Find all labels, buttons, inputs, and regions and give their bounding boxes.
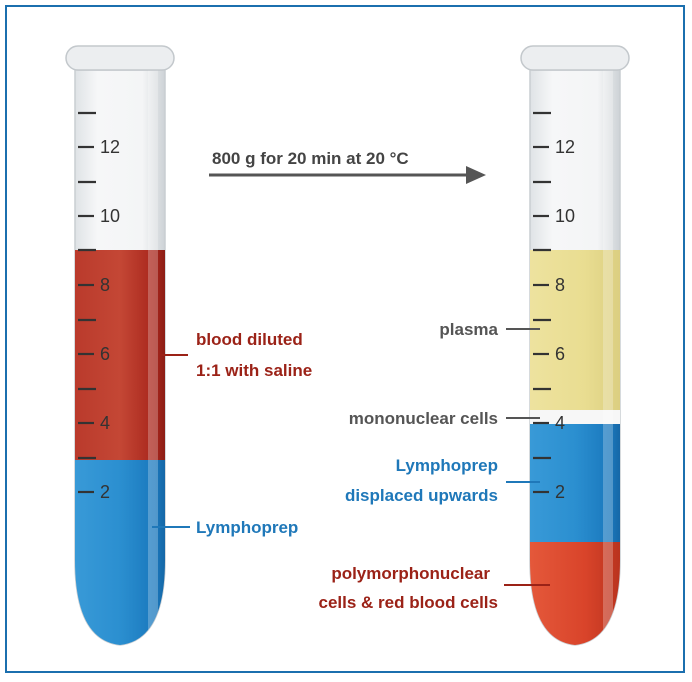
- right-tick-12: 12: [555, 137, 575, 157]
- left-tick-6: 6: [100, 344, 110, 364]
- right-scale: [533, 111, 551, 494]
- mononuclear-label: mononuclear cells: [349, 409, 498, 428]
- lymphoprep-label-right-line2: displaced upwards: [345, 486, 498, 505]
- left-tube-rim: [65, 45, 175, 71]
- left-tick-4: 4: [100, 413, 110, 433]
- blood-label-line1: blood diluted: [196, 330, 303, 349]
- pmn-label-line1: polymorphonuclear: [331, 564, 490, 583]
- arrow-head-icon: [466, 166, 486, 184]
- right-tick-4: 4: [555, 413, 565, 433]
- pmn-label-line2: cells & red blood cells: [318, 593, 498, 612]
- right-tick-8: 8: [555, 275, 565, 295]
- plasma-layer: [530, 250, 620, 410]
- lymphoprep-label-left: Lymphoprep: [196, 518, 298, 537]
- left-scale: [78, 111, 96, 494]
- right-tube-rim: [520, 45, 630, 71]
- left-tick-8: 8: [100, 275, 110, 295]
- left-tube: 12 10 8 6 4 2: [65, 45, 175, 646]
- lymphoprep-layer: [75, 460, 165, 645]
- left-tick-12: 12: [100, 137, 120, 157]
- centrifuge-step-text: 800 g for 20 min at 20 °C: [212, 149, 409, 168]
- mononuclear-layer: [530, 410, 620, 424]
- right-tick-10: 10: [555, 206, 575, 226]
- lymphoprep-label-right-line1: Lymphoprep: [396, 456, 498, 475]
- left-tick-2: 2: [100, 482, 110, 502]
- right-tick-6: 6: [555, 344, 565, 364]
- lymphoprep-displaced-layer: [530, 424, 620, 542]
- plasma-label: plasma: [439, 320, 498, 339]
- left-tick-10: 10: [100, 206, 120, 226]
- blood-label-line2: 1:1 with saline: [196, 361, 312, 380]
- right-tube: 12 10 8 6 4 2: [520, 45, 630, 646]
- right-tick-2: 2: [555, 482, 565, 502]
